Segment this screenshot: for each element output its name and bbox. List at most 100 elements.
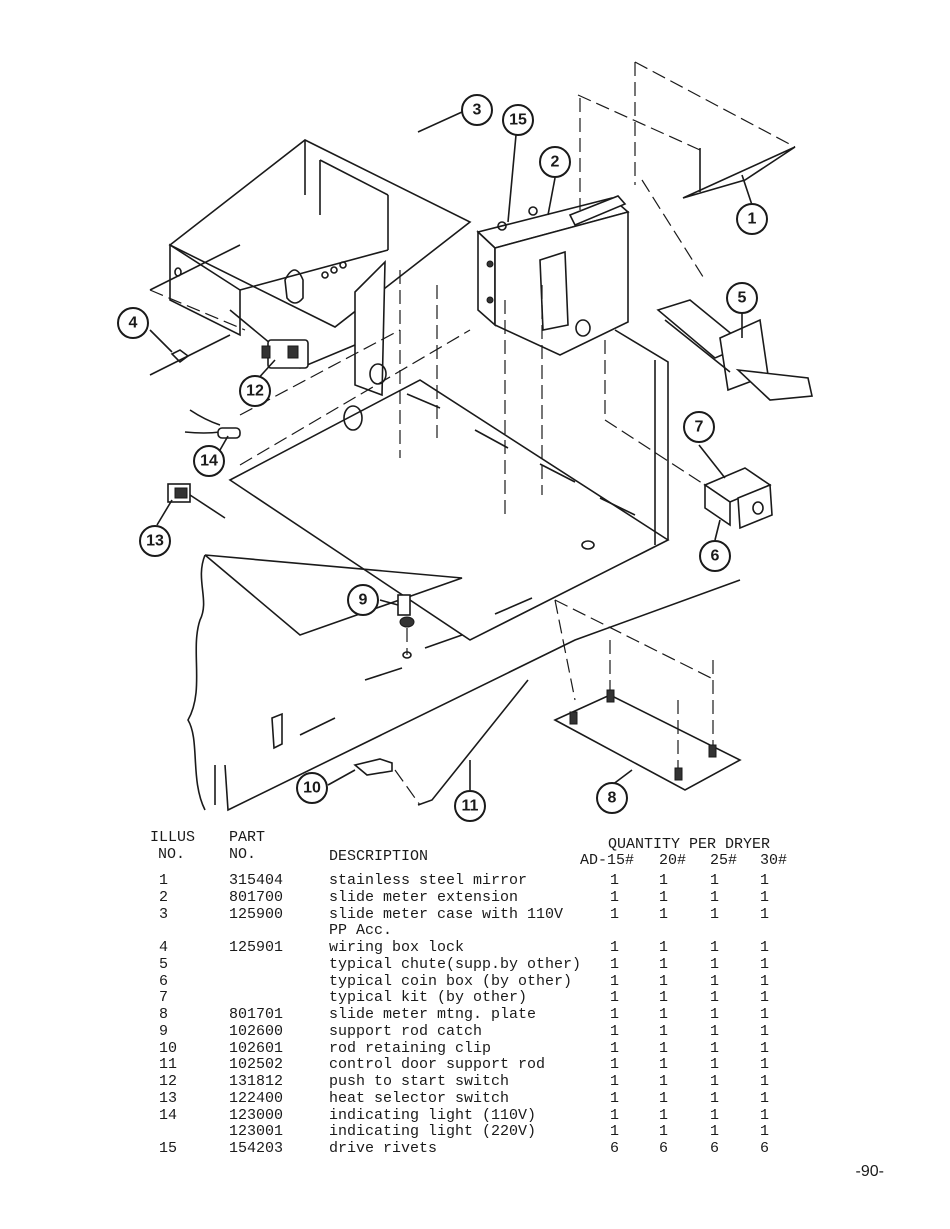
cell-quantity: 1: [710, 1089, 720, 1107]
cell-quantity: 1: [710, 955, 720, 973]
callout-12: 12: [239, 375, 271, 407]
svg-text:10: 10: [303, 780, 321, 797]
callout-4: 4: [117, 307, 149, 339]
header-part-no: NO.: [229, 846, 257, 863]
svg-text:7: 7: [695, 419, 704, 436]
cell-illus: 15: [159, 1140, 178, 1157]
cell-desc: typical chute(supp.by other): [329, 955, 582, 973]
part-slide-meter-extension: [476, 195, 630, 356]
cell-part: 801701: [229, 1006, 284, 1023]
svg-text:13: 13: [146, 533, 164, 550]
cell-quantity: 1: [610, 872, 620, 889]
cell-part: 801700: [229, 888, 284, 906]
part-support-rod-catch: [397, 594, 415, 659]
cell-quantity: 1: [710, 1106, 720, 1124]
svg-text:15: 15: [509, 112, 527, 129]
cell-desc: indicating light (220V): [329, 1123, 537, 1141]
cell-desc: support rod catch: [329, 1022, 483, 1040]
cell-quantity: 1: [710, 989, 720, 1007]
cell-desc: wiring box lock: [329, 939, 465, 956]
cell-quantity: 1: [710, 888, 720, 906]
callout-3: 3: [461, 94, 493, 126]
cell-illus: 1: [159, 872, 169, 889]
cell-quantity: 1: [610, 1022, 620, 1040]
cell-quantity: 1: [659, 1073, 669, 1090]
callout-9: 9: [347, 584, 379, 616]
cell-quantity: 1: [710, 1123, 720, 1141]
exploded-parts-diagram: 1 2 3 4 5 6 7 8 9 10 11 12 13 14 15: [117, 61, 813, 822]
part-heat-selector-switch: [167, 483, 226, 519]
cell-quantity: 1: [760, 1006, 770, 1023]
cell-quantity: 1: [710, 1022, 720, 1040]
cell-quantity: 1: [610, 1039, 620, 1057]
cell-quantity: 1: [610, 989, 620, 1007]
cell-quantity: 1: [659, 955, 669, 973]
header-size-30: 30#: [760, 852, 788, 869]
cell-desc: heat selector switch: [329, 1089, 510, 1107]
cell-part: 125900: [229, 905, 284, 923]
cell-quantity: 1: [760, 1039, 770, 1057]
cell-quantity: 1: [659, 1106, 669, 1124]
cell-illus: 5: [159, 955, 169, 973]
cell-quantity: 1: [659, 1006, 669, 1023]
part-indicating-light: [184, 409, 241, 439]
part-typical-chute: [656, 299, 813, 401]
page-number: -90-: [855, 1163, 884, 1180]
callout-14: 14: [193, 445, 225, 477]
cell-illus: 2: [159, 888, 169, 906]
svg-text:4: 4: [129, 315, 138, 332]
cell-quantity: 1: [710, 1006, 720, 1023]
callout-5: 5: [726, 282, 758, 314]
cell-quantity: 1: [760, 1073, 770, 1090]
cell-part: 315404: [229, 872, 284, 889]
header-part: PART: [229, 829, 266, 846]
cell-quantity: 1: [710, 905, 720, 923]
header-description: DESCRIPTION: [329, 848, 429, 865]
cell-quantity: 1: [760, 989, 770, 1007]
header-size-15: AD-15#: [580, 852, 635, 869]
cell-quantity: 1: [760, 905, 770, 923]
cell-quantity: 1: [659, 1089, 669, 1107]
cell-desc: slide meter extension: [329, 888, 519, 906]
cell-desc: push to start switch: [329, 1073, 510, 1090]
cell-part: 131812: [229, 1073, 284, 1090]
callout-10: 10: [296, 772, 328, 804]
cell-quantity: 1: [710, 872, 720, 889]
callout-13: 13: [139, 525, 171, 557]
part-stainless-steel-mirror: [577, 61, 796, 281]
cell-desc: typical coin box (by other): [329, 972, 573, 990]
cell-quantity: 1: [659, 888, 669, 906]
cell-quantity: 1: [659, 905, 669, 923]
cell-quantity: 1: [659, 989, 669, 1007]
cell-illus: 10: [159, 1039, 178, 1057]
cell-quantity: 6: [659, 1140, 669, 1157]
svg-text:12: 12: [246, 383, 264, 400]
cell-desc: slide meter case with 110V: [329, 905, 564, 923]
part-push-to-start-switch: [261, 339, 309, 369]
cell-quantity: 1: [610, 1006, 620, 1023]
cell-quantity: 1: [760, 1056, 770, 1074]
part-slide-meter-case: [168, 139, 472, 397]
cell-illus: 3: [159, 905, 169, 923]
cell-quantity: 1: [760, 888, 770, 906]
cell-quantity: 1: [760, 872, 770, 889]
cell-quantity: 6: [710, 1140, 720, 1157]
svg-text:2: 2: [551, 154, 560, 171]
callout-8: 8: [596, 782, 628, 814]
cell-quantity: 1: [760, 1106, 770, 1124]
svg-text:9: 9: [359, 592, 368, 609]
cell-part: 102600: [229, 1022, 284, 1040]
header-illus: ILLUS: [150, 829, 196, 846]
svg-text:5: 5: [738, 290, 747, 307]
cell-quantity: 1: [710, 1039, 720, 1057]
cell-part: 102502: [229, 1056, 284, 1074]
cell-part: 125901: [229, 939, 284, 956]
cell-quantity: 1: [610, 888, 620, 906]
cell-quantity: 1: [760, 939, 770, 956]
cell-illus: 7: [159, 989, 169, 1007]
cell-part: 123000: [229, 1106, 284, 1124]
callout-11: 11: [454, 790, 486, 822]
header-size-25: 25#: [710, 852, 738, 869]
cell-quantity: 1: [760, 1089, 770, 1107]
part-control-door-support-rod: [394, 679, 529, 806]
